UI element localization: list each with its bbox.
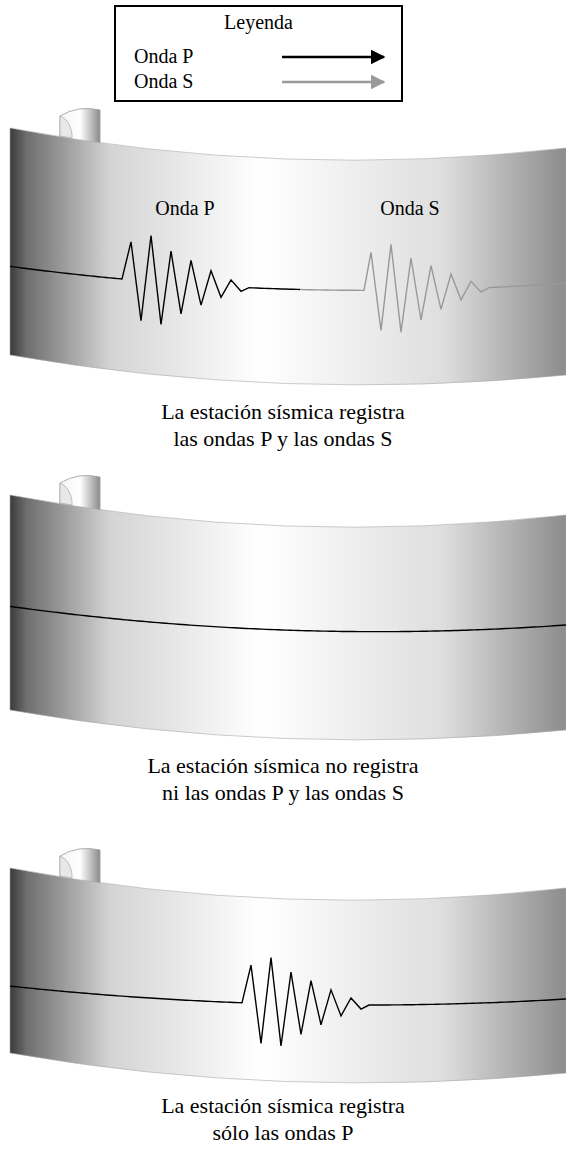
seismic-trace	[10, 606, 566, 631]
seismogram-scroll	[10, 475, 566, 739]
wave-label: Onda P	[135, 196, 235, 220]
wave-label: Onda S	[360, 196, 460, 220]
caption-text: La estación sísmica registra las ondas P…	[154, 398, 412, 452]
seismogram-scroll	[10, 108, 566, 384]
scroll-fold	[60, 483, 72, 505]
caption-text: La estación sísmica registra sólo las on…	[154, 1092, 412, 1146]
scroll-sheet	[10, 128, 566, 385]
legend-text: Onda P	[134, 44, 193, 68]
seismogram-scroll	[10, 848, 566, 1082]
scroll-fold	[60, 116, 72, 138]
scroll-sheet	[10, 868, 566, 1083]
legend-title: Leyenda	[114, 10, 403, 34]
scroll-sheet	[10, 495, 566, 740]
p-wave-arrow	[282, 56, 384, 59]
s-wave-arrow	[282, 81, 384, 84]
seismic-trace	[10, 236, 300, 325]
seismic-trace	[300, 244, 566, 332]
legend-text: Onda S	[134, 69, 193, 93]
scroll-fold	[60, 856, 72, 878]
caption-text: La estación sísmica no registra ni las o…	[142, 752, 424, 806]
seismic-trace	[10, 958, 566, 1046]
